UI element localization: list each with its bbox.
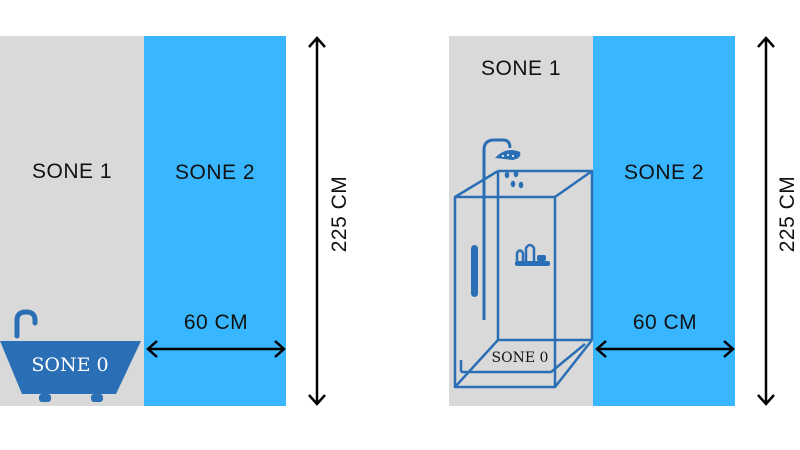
shower-zone-0-label: SONE 0 — [491, 350, 549, 366]
right-width-label: 60 CM — [632, 311, 698, 334]
right-zone-1-area — [449, 36, 593, 406]
right-zone-1-label: SONE 1 — [480, 57, 562, 80]
right-height-label: 225 CM — [776, 175, 799, 253]
right-zone-2-label: SONE 2 — [623, 161, 705, 184]
left-zone-2-area — [144, 36, 286, 406]
left-zone-1-label: SONE 1 — [31, 160, 113, 183]
left-zone-2-label: SONE 2 — [174, 161, 256, 184]
left-width-label: 60 CM — [183, 311, 249, 334]
right-zone-2-area — [593, 36, 735, 406]
bathtub-zone-0-label: SONE 0 — [31, 354, 109, 376]
